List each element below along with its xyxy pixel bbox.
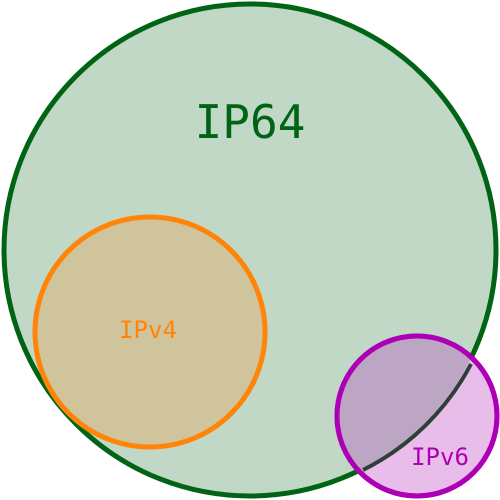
ipv6-label: IPv6 <box>411 443 469 471</box>
ipv4-label: IPv4 <box>119 316 177 344</box>
ip64-label: IP64 <box>195 95 306 149</box>
ipv4-circle <box>32 214 268 450</box>
ipv6-outline <box>334 333 500 499</box>
overlap-boundary-arc <box>362 363 473 472</box>
